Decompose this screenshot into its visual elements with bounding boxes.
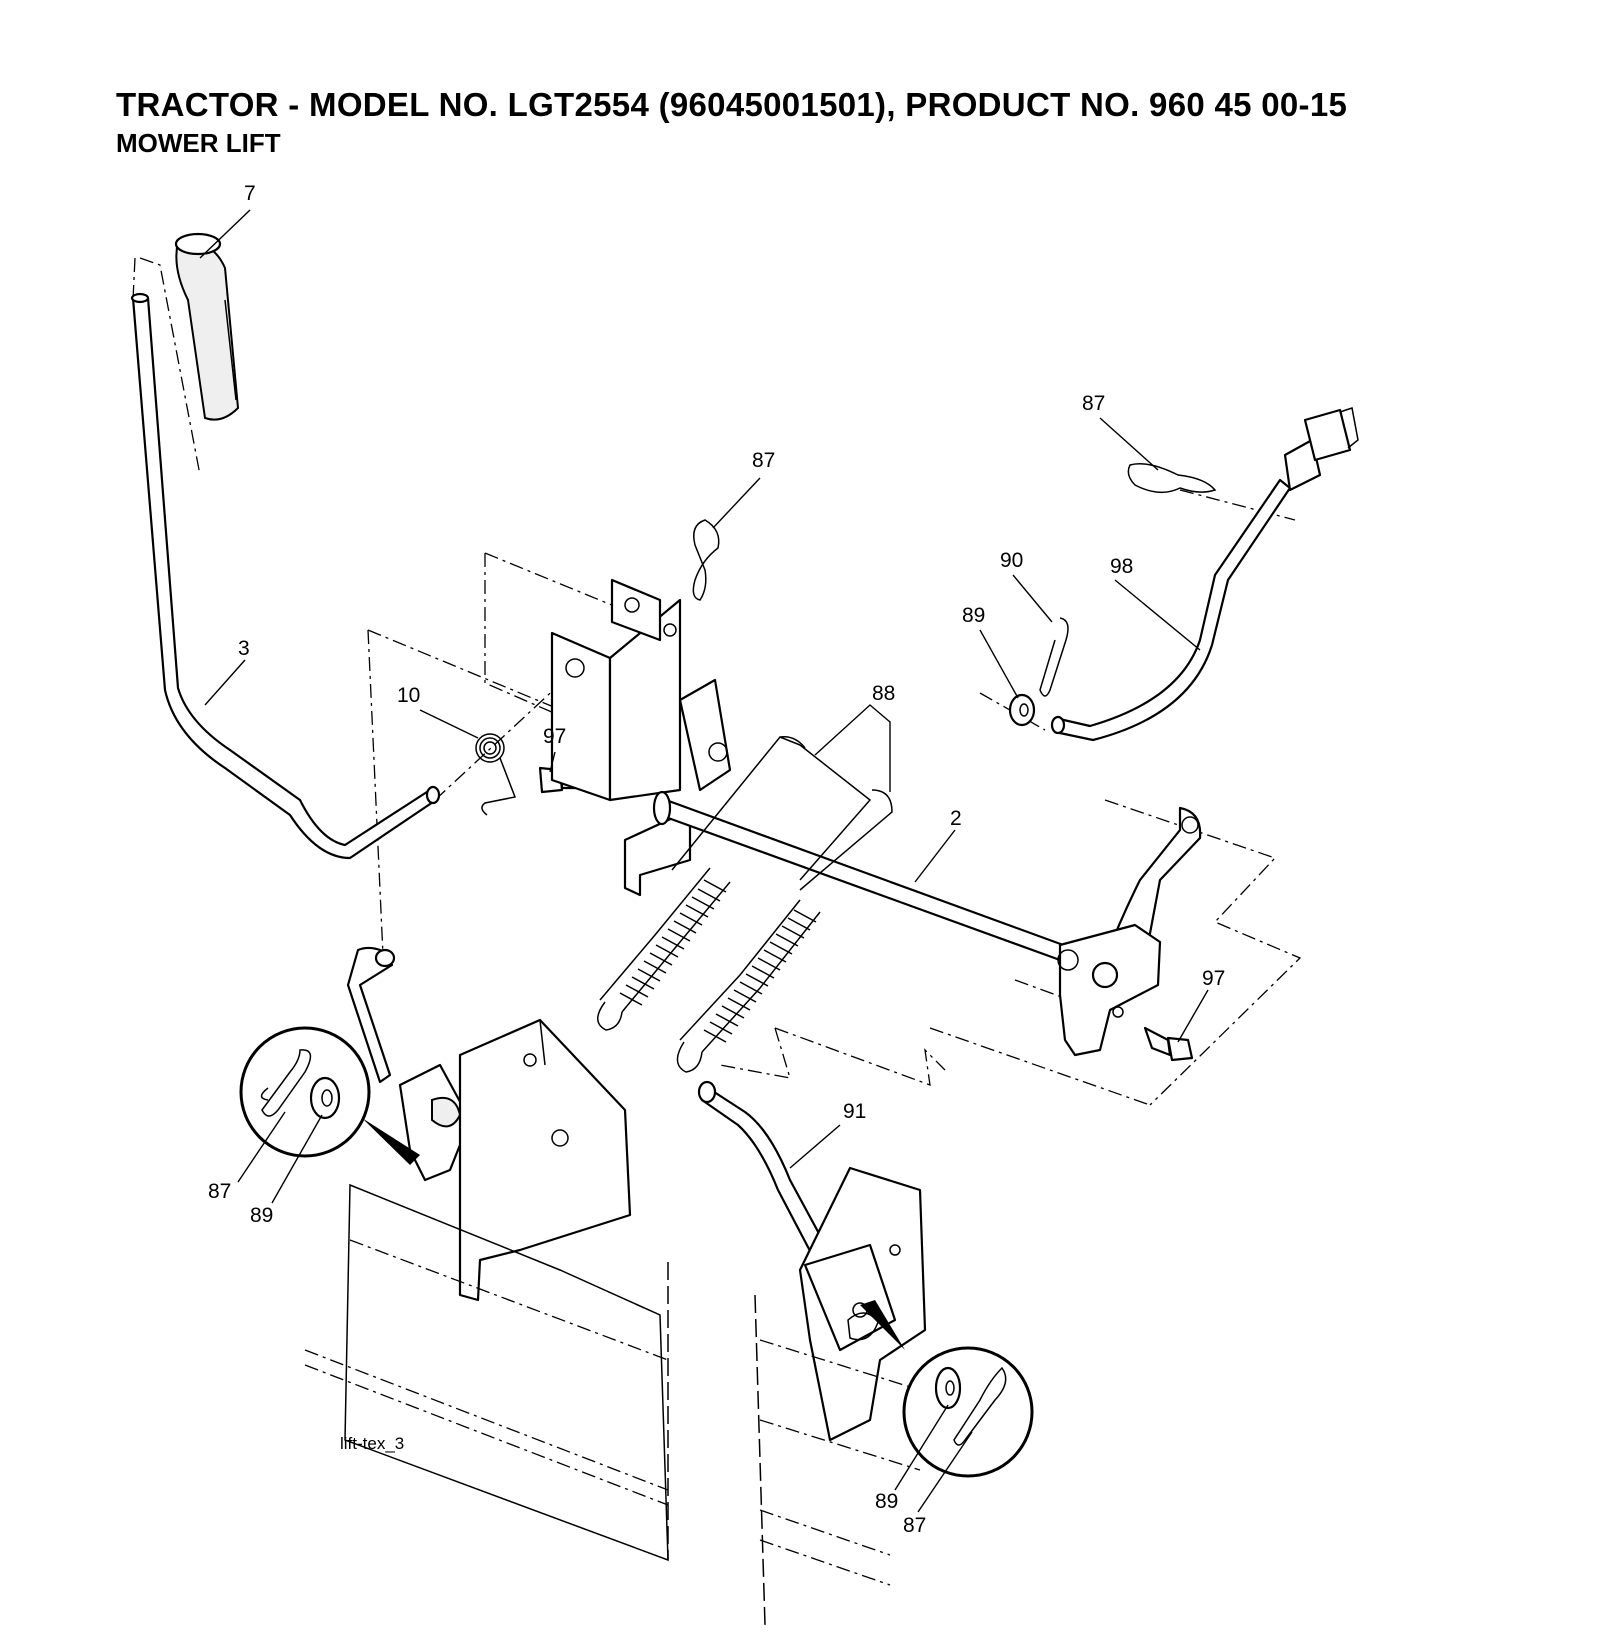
callout-89-bottom-detail: 89: [875, 1490, 898, 1513]
torsion-spring-part-10: [475, 733, 517, 816]
callout-91: 91: [843, 1100, 866, 1123]
callout-90: 90: [1000, 549, 1023, 572]
callout-3: 3: [238, 637, 250, 660]
washer-part-89-right: [1008, 693, 1036, 727]
lift-link-rod-part-98: [1050, 407, 1359, 742]
callout-87-right: 87: [1082, 392, 1105, 415]
bolt-part-97-right: [1143, 1026, 1194, 1062]
detail-circle-bottom: [860, 1300, 1034, 1478]
lift-springs-part-88: [671, 735, 893, 891]
alignment-lines: [132, 257, 1302, 1106]
hairpin-clip-part-87-right: [1127, 463, 1217, 494]
callout-89-right: 89: [962, 604, 985, 627]
callout-97-right: 97: [1202, 967, 1225, 990]
callout-87-bottom-detail: 87: [903, 1514, 926, 1537]
page-header: TRACTOR - MODEL NO. LGT2554 (96045001501…: [116, 86, 1347, 159]
callout-7: 7: [244, 182, 256, 205]
lift-bracket-right: [1057, 806, 1202, 1057]
hairpin-clip-part-87-top: [692, 519, 720, 601]
lower-left-deck-plate: [304, 1183, 669, 1562]
lower-left-deck-bracket: [458, 1018, 632, 1302]
callout-2: 2: [950, 807, 962, 830]
lower-right-deck-bracket: [798, 1166, 927, 1442]
page-subtitle: MOWER LIFT: [116, 128, 281, 158]
extension-spring-left: [597, 867, 731, 1031]
extension-spring-right: [676, 899, 821, 1073]
callout-89-left-detail: 89: [250, 1204, 273, 1227]
figure-id-label: lift-tex_3: [340, 1434, 404, 1453]
callout-87-top: 87: [752, 449, 775, 472]
lower-right-deck-plate: [754, 1294, 921, 1626]
clip-pin-part-90: [1039, 617, 1069, 697]
callout-10: 10: [397, 684, 420, 707]
leader-lines: [199, 209, 1209, 1513]
callout-labels: 7 3 87 87 90 98 89 10 97 88 2 97 91 87 8…: [208, 182, 1225, 1537]
callout-88: 88: [872, 682, 895, 705]
lift-lever-part-3: [130, 292, 441, 860]
callout-87-left-detail: 87: [208, 1180, 231, 1203]
detail-circle-left: [239, 1026, 420, 1165]
callout-98: 98: [1110, 555, 1133, 578]
callout-97-left: 97: [543, 725, 566, 748]
lift-handle-grip-part-7: [174, 232, 240, 421]
lift-bracket: [550, 578, 732, 897]
page-title: TRACTOR - MODEL NO. LGT2554 (96045001501…: [116, 86, 1348, 123]
